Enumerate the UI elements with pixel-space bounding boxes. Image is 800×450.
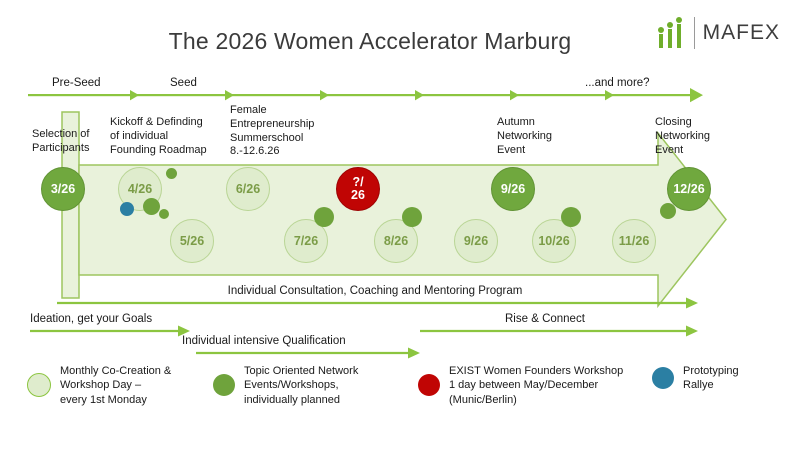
network-event-dot <box>159 209 169 219</box>
legend-monthly-cocreation-icon <box>27 373 51 398</box>
network-event-dot <box>660 203 676 219</box>
phase-label-summerschool: Female Entrepreneurship Summerschool 8.-… <box>230 104 315 158</box>
top-timeline-arrow <box>28 88 703 103</box>
network-event-dot <box>561 207 581 227</box>
top-label-and-more: ...and more? <box>585 77 650 89</box>
network-event-dot <box>314 207 334 227</box>
network-event-dot <box>166 168 177 179</box>
month-circle: 3/26 <box>41 167 85 211</box>
month-circle: 6/26 <box>226 167 270 211</box>
legend-item: EXIST Women Founders Workshop 1 day betw… <box>418 364 623 407</box>
qualification-label: Individual intensive Qualification <box>182 335 346 347</box>
legend-text: Monthly Co-Creation & Workshop Day – eve… <box>60 365 172 406</box>
legend-item: Prototyping Rallye <box>652 364 739 393</box>
page-title: The 2026 Women Accelerator Marburg <box>168 28 572 54</box>
legend-prototyping-icon <box>652 367 674 390</box>
logo-divider <box>693 16 695 49</box>
rise-connect-label: Rise & Connect <box>505 313 585 325</box>
month-circle: 5/26 <box>170 219 214 263</box>
legend-text: Prototyping Rallye <box>683 365 739 392</box>
phase-label-kickoff: Kickoff & Definding of individual Foundi… <box>110 116 207 156</box>
legend-item: Topic Oriented Network Events/Workshops,… <box>213 364 358 407</box>
legend-exist-workshop-icon <box>418 374 440 397</box>
legend-item: Monthly Co-Creation & Workshop Day – eve… <box>27 364 171 407</box>
mentoring-program-label: Individual Consultation, Coaching and Me… <box>227 285 523 297</box>
mafex-logo: MAFEX <box>656 16 780 49</box>
ideation-label: Ideation, get your Goals <box>30 313 153 325</box>
month-circle: 11/26 <box>612 219 656 263</box>
month-circle: 9/26 <box>491 167 535 211</box>
legend-text: Topic Oriented Network Events/Workshops,… <box>244 365 359 406</box>
phase-label-closing: Closing Networking Event <box>655 116 711 156</box>
network-event-dot <box>402 207 422 227</box>
phase-label-autumn: Autumn Networking Event <box>497 116 553 156</box>
month-circle: 12/26 <box>667 167 711 211</box>
prototyping-dot <box>120 202 134 216</box>
logo-text: MAFEX <box>702 20 780 44</box>
legend-text: EXIST Women Founders Workshop 1 day betw… <box>449 365 624 406</box>
top-label-seed: Seed <box>170 77 197 89</box>
growth-bars-icon <box>657 17 682 48</box>
network-event-dot <box>143 198 160 215</box>
month-circle: 9/26 <box>454 219 498 263</box>
top-label-pre-seed: Pre-Seed <box>52 77 101 89</box>
phase-label-selection: Selection of Participants <box>32 128 90 154</box>
month-circle-exist: ?/ 26 <box>336 167 380 211</box>
legend-network-events-icon <box>213 374 235 397</box>
